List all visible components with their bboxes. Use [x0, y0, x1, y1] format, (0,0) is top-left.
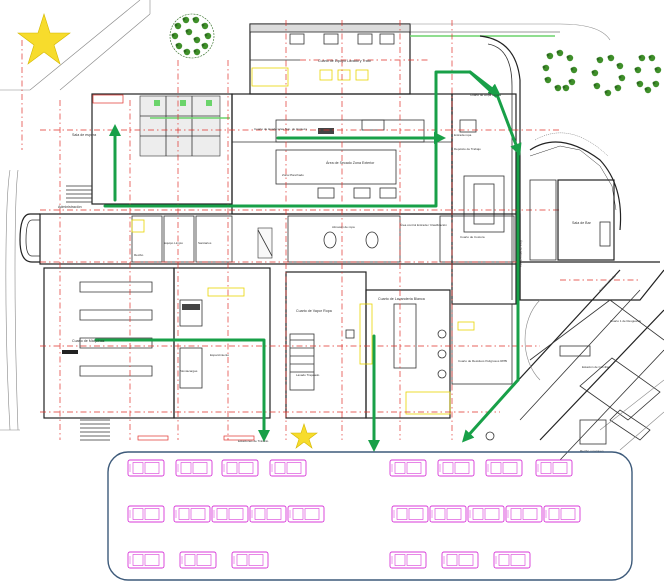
room-label: Cuarto de Vapor Ropa: [296, 309, 332, 313]
room-label: Cuarto de Ropa Limpia: [470, 93, 501, 97]
room-label: Administración: [58, 205, 82, 209]
room-label: Cuarto de Lavandería Blanca: [378, 297, 425, 301]
room-label: Acceso Vehicular: [598, 274, 617, 293]
room-label: Esparcimiento: [210, 353, 229, 357]
room-label: Zona Planchado: [282, 173, 304, 177]
building-main: [19, 35, 521, 441]
room-label: Sala de espera: [72, 133, 96, 137]
room-label: Cuarto de Máquinas: [72, 339, 105, 343]
tree-icon: [169, 13, 215, 59]
room-label: Sanitarios: [198, 241, 212, 245]
room-label: Cuarto de Residuos Peligrosos RPBI: [458, 359, 507, 363]
street-lines: [0, 0, 151, 431]
right-annex: [485, 132, 664, 461]
room-label: Estación de Camillas: [582, 365, 611, 369]
room-label: Depósito de Trabajo: [454, 147, 481, 151]
building-top: [249, 23, 611, 95]
room-label: Área de Ropa Sucia: [519, 240, 523, 267]
vehicle-icon: [127, 459, 581, 569]
room-label: Entrada ropa: [454, 133, 472, 137]
parking-area: [107, 451, 633, 581]
room-label: Recibo: [134, 253, 144, 257]
room-label: Cuarto 1 de Resguardo: [610, 319, 642, 323]
room-label: Estaciones de Tránsito: [238, 439, 269, 443]
room-label: Sala de Bar: [572, 221, 592, 225]
star-icon: [290, 423, 318, 449]
tree-icon: [542, 49, 662, 97]
room-label: Cuarto de Costura: [460, 235, 485, 239]
room-label: Almacén de ropa: [332, 225, 355, 229]
room-label: Área de Secado Zona Exterior: [326, 161, 375, 165]
room-label: Área control Entrada / Clasificación: [400, 223, 447, 227]
room-label: Cuarto de lavado telas Sup. de limpieza: [254, 127, 307, 131]
room-label: Lavado Trapeado: [296, 373, 320, 377]
star-icon: [17, 13, 71, 65]
room-label: Equipo Limpio: [164, 241, 183, 245]
room-labels: Sala de espera Administración Recibo Equ…: [58, 59, 642, 453]
axis-grid: [40, 20, 600, 440]
room-label: Recibo y parqueo: [580, 449, 604, 453]
room-label: Montacargas: [180, 369, 198, 373]
route-arrow-icon: [94, 70, 522, 452]
room-label: Cuarto de Equipo Lavado y Trato: [318, 59, 371, 63]
